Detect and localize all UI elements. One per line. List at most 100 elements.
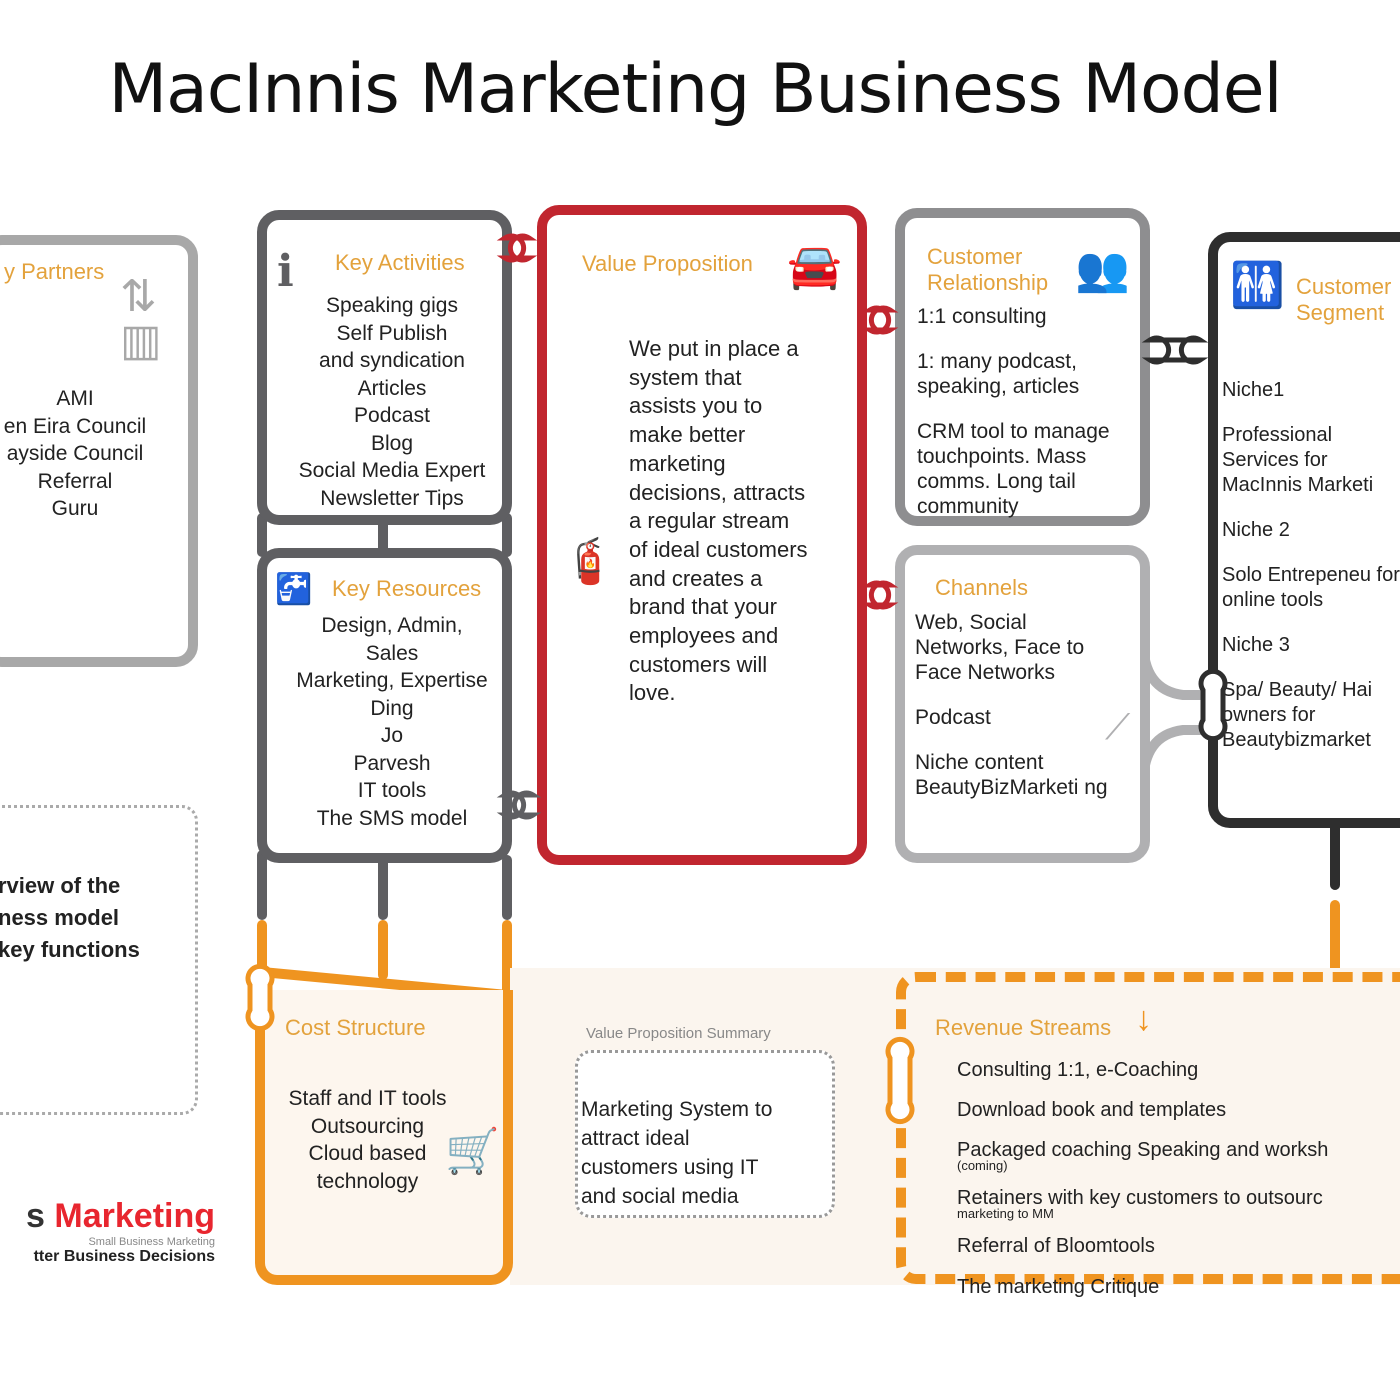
list-item: Referral of Bloomtools bbox=[957, 1235, 1155, 1257]
logo-slogan: tter Business Decisions bbox=[33, 1248, 215, 1265]
list-item: (coming) bbox=[957, 1158, 1008, 1173]
list-item: Niche 3 bbox=[1222, 634, 1290, 656]
heading-line: Customer bbox=[927, 244, 1023, 269]
list-item: The SMS model bbox=[316, 806, 468, 830]
text-line: rview of the bbox=[0, 873, 121, 898]
list-item: Packaged coaching Speaking and worksh bbox=[957, 1139, 1329, 1161]
text-line: Marketing System to bbox=[581, 1098, 773, 1121]
heading-line: Relationship bbox=[927, 270, 1049, 295]
logo-name: s Marketing bbox=[0, 1196, 215, 1236]
list-item: Social Media Expert bbox=[298, 459, 486, 482]
channels-list: Web, Social Networks, Face to Face Netwo… bbox=[915, 610, 1120, 820]
list-item: Niche1 bbox=[1222, 379, 1285, 401]
overview-box: rview of the ness model key functions bbox=[0, 805, 198, 1115]
list-item: IT tools bbox=[357, 779, 427, 802]
logo-tagline: Small Business Marketing bbox=[88, 1236, 215, 1248]
fire-extinguisher-icon: 🧯 bbox=[562, 537, 617, 586]
list-item: ayside Council bbox=[6, 442, 144, 465]
page-title: MacInnis Marketing Business Model bbox=[108, 50, 1282, 129]
people-at-desk-icon: 👥 bbox=[1075, 245, 1130, 294]
key-activities-box: ℹ Key Activities Speaking gigs Self Publ… bbox=[257, 210, 512, 525]
value-proposition-heading: Value Proposition bbox=[582, 251, 753, 276]
heading-line: Customer bbox=[1296, 274, 1392, 299]
text-line: make better bbox=[629, 422, 746, 448]
value-proposition-box: Value Proposition 🚘 🧯 We put in place a … bbox=[537, 205, 867, 865]
text-line: brand that your bbox=[629, 594, 777, 620]
key-partners-list: AMI en Eira Council ayside Council Refer… bbox=[0, 385, 160, 523]
list-item: Blog bbox=[370, 431, 414, 455]
revenue-streams-list: Consulting 1:1, e-Coaching Download book… bbox=[957, 1060, 1328, 1297]
text-line: and social media bbox=[581, 1185, 739, 1208]
list-item: Speaking gigs bbox=[326, 294, 458, 317]
key-resources-box: 🚰 Key Resources Design, Admin, Sales Mar… bbox=[257, 548, 512, 863]
list-item: Cloud based bbox=[308, 1142, 427, 1165]
customer-segment-list: Niche1 Professional Services for MacInni… bbox=[1222, 378, 1400, 773]
escalator-icon: ⟋ bbox=[1105, 706, 1131, 747]
list-item: Podcast bbox=[354, 404, 430, 427]
list-item: Retainers with key customers to outsourc bbox=[957, 1187, 1323, 1209]
tap-icon: 🚰 bbox=[275, 573, 313, 606]
value-summary-label: Value Proposition Summary bbox=[586, 1025, 771, 1042]
key-partners-heading: y Partners bbox=[4, 259, 105, 284]
man-woman-icon: 🚻 bbox=[1230, 261, 1285, 310]
list-item: Articles bbox=[357, 376, 427, 400]
logo: s Marketing Small Business Marketing tte… bbox=[0, 1196, 215, 1266]
text-line: a regular stream bbox=[629, 508, 790, 534]
text-line: key functions bbox=[0, 937, 140, 962]
list-item: The marketing Critique bbox=[957, 1276, 1160, 1298]
text-line: and creates a bbox=[629, 565, 763, 591]
list-item: Jo bbox=[380, 724, 404, 747]
list-item: Consulting 1:1, e-Coaching bbox=[957, 1059, 1199, 1081]
person-reading-icon: ℹ bbox=[277, 247, 294, 296]
list-item: and syndication bbox=[319, 349, 465, 372]
key-activities-heading: Key Activities bbox=[335, 250, 465, 275]
key-resources-heading: Key Resources bbox=[332, 576, 482, 601]
list-item: Download book and templates bbox=[957, 1099, 1227, 1121]
text-line: of ideal customers bbox=[629, 536, 808, 562]
list-item: Sales bbox=[365, 641, 419, 665]
channels-heading: Channels bbox=[935, 575, 1028, 600]
revenue-streams-box bbox=[896, 972, 1400, 1284]
cost-structure-heading: Cost Structure bbox=[285, 1015, 426, 1040]
text-line: love. bbox=[629, 680, 676, 706]
value-summary-text: Marketing System to attract ideal custom… bbox=[581, 1095, 772, 1211]
list-item: Guru bbox=[51, 497, 99, 520]
list-item: Professional Services for MacInnis Marke… bbox=[1222, 424, 1374, 496]
heading-line: Segment bbox=[1296, 300, 1385, 325]
value-summary-box: Marketing System to attract ideal custom… bbox=[575, 1050, 835, 1218]
text-line: marketing bbox=[629, 450, 726, 476]
text-line: We put in place a bbox=[629, 336, 799, 361]
text-line: decisions, attracts bbox=[629, 479, 806, 505]
list-item: Niche content BeautyBizMarketi ng bbox=[915, 751, 1108, 799]
text-line: system that bbox=[629, 364, 742, 390]
list-item: marketing to MM bbox=[957, 1206, 1054, 1221]
list-item: Podcast bbox=[915, 706, 991, 729]
list-item: Niche 2 bbox=[1222, 519, 1290, 541]
list-item: en Eira Council bbox=[3, 414, 147, 438]
logo-brand: Marketing bbox=[54, 1197, 215, 1235]
shopping-cart-coins-icon: 🛒 bbox=[445, 1127, 500, 1176]
list-item: Staff and IT tools bbox=[288, 1087, 447, 1110]
list-item: Ding bbox=[370, 696, 414, 720]
channels-box: Channels ⟋ Web, Social Networks, Face to… bbox=[895, 545, 1150, 863]
list-item: Design, Admin, bbox=[321, 614, 463, 637]
list-item: Solo Entrepeneu for online tools bbox=[1222, 564, 1400, 611]
list-item: Parvesh bbox=[353, 751, 431, 775]
list-item: 1: many podcast, speaking, articles bbox=[917, 350, 1080, 398]
value-proposition-text: We put in place a system that assists yo… bbox=[629, 335, 808, 708]
text-line: ness model bbox=[0, 905, 120, 930]
list-item: Marketing, Expertise bbox=[296, 669, 488, 692]
key-resources-list: Design, Admin, Sales Marketing, Expertis… bbox=[277, 612, 507, 832]
list-item: Referral bbox=[37, 469, 113, 493]
logo-prefix: s bbox=[26, 1197, 45, 1235]
arrow-down-icon: ↓ bbox=[1135, 1000, 1152, 1038]
key-partners-box: y Partners ⇅▥ AMI en Eira Council ayside… bbox=[0, 235, 198, 667]
customer-relationship-box: Customer Relationship 👥 1:1 consulting 1… bbox=[895, 208, 1150, 526]
text-line: assists you to bbox=[629, 393, 763, 419]
customer-segment-box: 🚻 Customer Segment Niche1 Professional S… bbox=[1208, 232, 1400, 828]
list-item: Newsletter Tips bbox=[320, 486, 464, 510]
list-item: Web, Social Networks, Face to Face Netwo… bbox=[915, 611, 1085, 684]
list-item: technology bbox=[316, 1169, 419, 1193]
list-item: 1:1 consulting bbox=[917, 305, 1047, 328]
list-item: Outsourcing bbox=[310, 1114, 425, 1138]
